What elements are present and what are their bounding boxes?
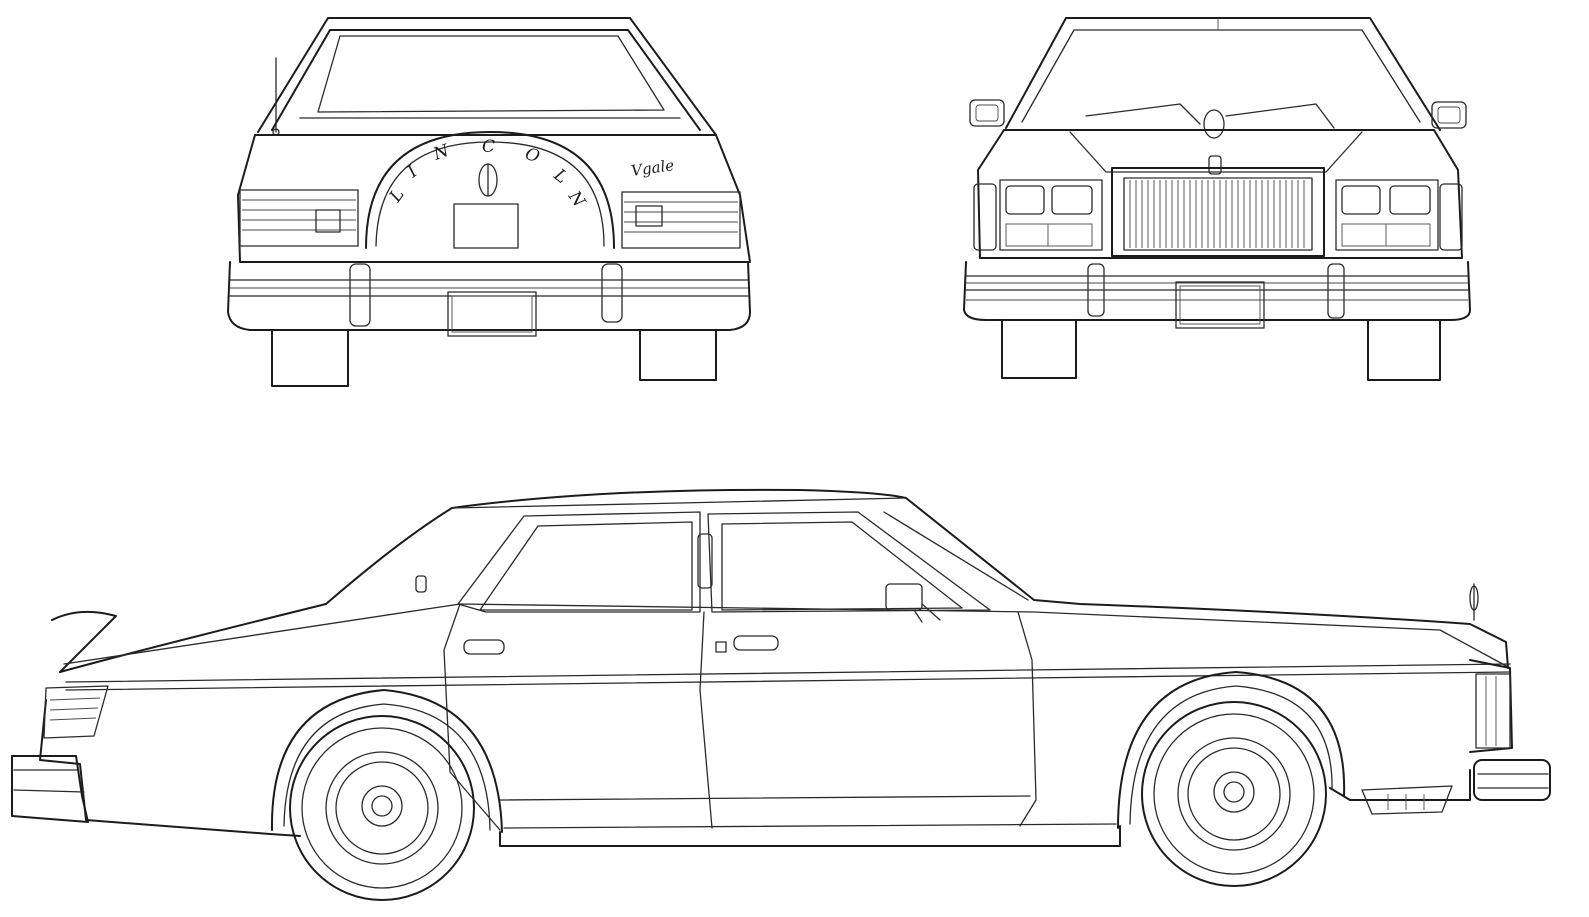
front-door-handle: [733, 635, 779, 651]
side-mirror: [885, 583, 923, 611]
trunk-hump-outer: [365, 131, 615, 249]
front-right-tire: [1367, 319, 1441, 381]
rear-door-handle: [463, 639, 505, 655]
badge-letter-4: C: [482, 137, 495, 157]
rear-deck-edge: [59, 603, 327, 673]
hood-emblem: [1203, 109, 1225, 139]
grille-inner: [1123, 177, 1313, 251]
grille-bars: [1129, 180, 1305, 248]
front-left-tire: [1001, 319, 1077, 379]
windshield-edge: [883, 511, 1029, 601]
opera-lamp: [415, 575, 427, 593]
rear-script-badge: Vgale: [630, 156, 675, 180]
front-lower-fender: [1329, 769, 1471, 801]
upper-body-line: [63, 603, 1511, 669]
wiper-right: [1225, 103, 1335, 129]
rear-roof-outline: [257, 17, 717, 136]
front-door-window: [721, 521, 963, 611]
left-backup-light: [315, 209, 341, 233]
rear-bumper-guard-right: [601, 263, 623, 323]
front-wheel: [1141, 701, 1327, 887]
rear-door-edge: [443, 603, 501, 831]
front-grille: [1111, 167, 1325, 257]
trunk-hump-inner: [375, 141, 605, 247]
b-pillar: [697, 533, 713, 589]
badge-letter-1: L: [385, 185, 408, 207]
right-taillight: [621, 191, 741, 249]
side-taillight: [43, 685, 109, 739]
door-split: [699, 611, 713, 829]
front-wheel-arch: [1117, 671, 1346, 829]
side-front-grille: [1475, 673, 1511, 749]
right-headlight-outer: [1389, 185, 1431, 215]
rear-window: [317, 35, 665, 113]
rear-license-plate: [447, 291, 537, 337]
front-bumper-guard-left: [1087, 263, 1105, 317]
badge-letter-7: N: [563, 187, 589, 212]
hood-ornament: [1208, 155, 1222, 175]
rear-door-window-frame: [457, 511, 701, 613]
side-marker-light: [1361, 785, 1453, 815]
badge-letter-6: L: [549, 165, 571, 188]
left-headlight-bezel: [999, 179, 1103, 251]
left-taillight: [239, 189, 359, 247]
right-headlight-bezel: [1335, 179, 1439, 251]
left-parking-light: [973, 183, 997, 251]
body-side-molding: [65, 663, 1511, 683]
right-parking-light: [1439, 183, 1463, 251]
rear-body-outline: [237, 134, 751, 263]
rear-bumper: [227, 261, 751, 331]
rear-roof-inner: [271, 29, 701, 131]
wiper-left: [1085, 103, 1201, 125]
side-rear-bumper: [11, 755, 89, 823]
rear-door-window: [479, 521, 693, 611]
rear-wheel: [289, 715, 475, 901]
front-right-mirror: [1431, 101, 1467, 129]
side-front-bumper: [1473, 759, 1551, 801]
side-view: [11, 488, 1551, 901]
rocker-panel: [499, 825, 1121, 847]
right-headlight-inner: [1341, 185, 1381, 215]
rear-fin: [51, 610, 117, 673]
front-door-window-frame: [707, 511, 991, 613]
front-body-outline: [977, 129, 1463, 259]
rear-bumper-guard-left: [349, 263, 371, 327]
rear-wheel-arch: [270, 689, 503, 833]
windshield: [1021, 29, 1421, 123]
rear-plate-recess: [453, 203, 519, 249]
rear-right-tire: [639, 329, 717, 381]
front-license-plate: [1175, 281, 1265, 329]
front-view: [963, 17, 1471, 381]
hood-crease: [1069, 131, 1363, 173]
front-door-edge: [1017, 611, 1037, 827]
left-headlight-outer: [1005, 185, 1045, 215]
badge-letter-3: N: [430, 140, 453, 165]
badge-letter-2: I: [403, 162, 422, 183]
front-bumper-guard-right: [1327, 263, 1345, 319]
left-headlight-inner: [1051, 185, 1093, 215]
side-roof-profile: [325, 488, 1509, 669]
badge-letter-5: O: [522, 144, 542, 168]
front-left-mirror: [969, 99, 1005, 127]
right-backup-light: [635, 205, 663, 227]
front-fascia: [1469, 659, 1513, 753]
front-bumper: [963, 261, 1471, 321]
rear-left-tire: [271, 329, 349, 387]
rear-body-lower: [39, 699, 301, 837]
door-lock: [715, 641, 727, 653]
rear-view: L I N C O L N Vgale: [227, 17, 751, 387]
